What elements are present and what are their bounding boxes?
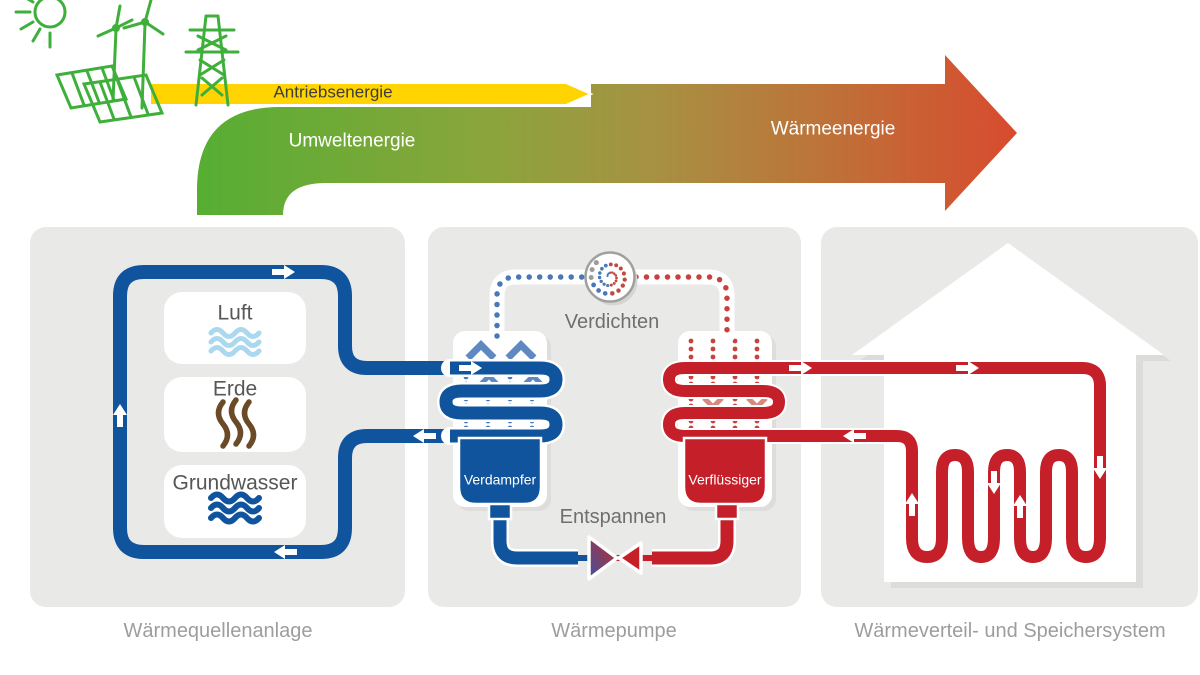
evaporator-tank <box>457 436 543 521</box>
compress-label: Verdichten <box>564 311 660 333</box>
distribution-panel-caption: Wärmeverteil- und Speichersystem <box>854 620 1166 642</box>
groundwater-waves-icon <box>208 491 262 525</box>
compressor-lines <box>489 269 735 344</box>
sun-icon <box>14 0 67 49</box>
ground-heat-icon <box>215 397 257 449</box>
compressor-spiral-icon <box>584 251 638 306</box>
drive-energy-label: Antriebsenergie <box>273 82 393 102</box>
environment-energy-label: Umweltenergie <box>288 130 416 152</box>
source-panel-caption: Wärmequellenanlage <box>123 620 313 642</box>
heat-energy-label: Wärmeenergie <box>770 118 896 140</box>
expansion-valve-icon <box>587 535 643 581</box>
pump-panel <box>428 227 801 607</box>
drive-energy-arrow <box>149 82 594 106</box>
source-boxes <box>164 292 306 538</box>
pump-panel-caption: Wärmepumpe <box>551 620 677 642</box>
expand-label: Entspannen <box>559 506 667 528</box>
evaporator-label: Verdampfer <box>463 471 537 488</box>
condenser-tank <box>682 436 768 521</box>
power-pylon-icon <box>184 14 240 107</box>
source-groundwater-label: Grundwasser <box>172 471 298 495</box>
wind-turbine-icon <box>96 0 165 110</box>
energy-flow-arrow <box>197 55 1017 215</box>
source-earth-label: Erde <box>212 377 258 401</box>
heating-circuit <box>661 360 1108 565</box>
solar-panel-icon <box>54 64 165 124</box>
source-air-label: Luft <box>217 301 253 325</box>
air-waves-icon <box>208 327 262 357</box>
condenser-label: Verflüssiger <box>688 471 762 488</box>
